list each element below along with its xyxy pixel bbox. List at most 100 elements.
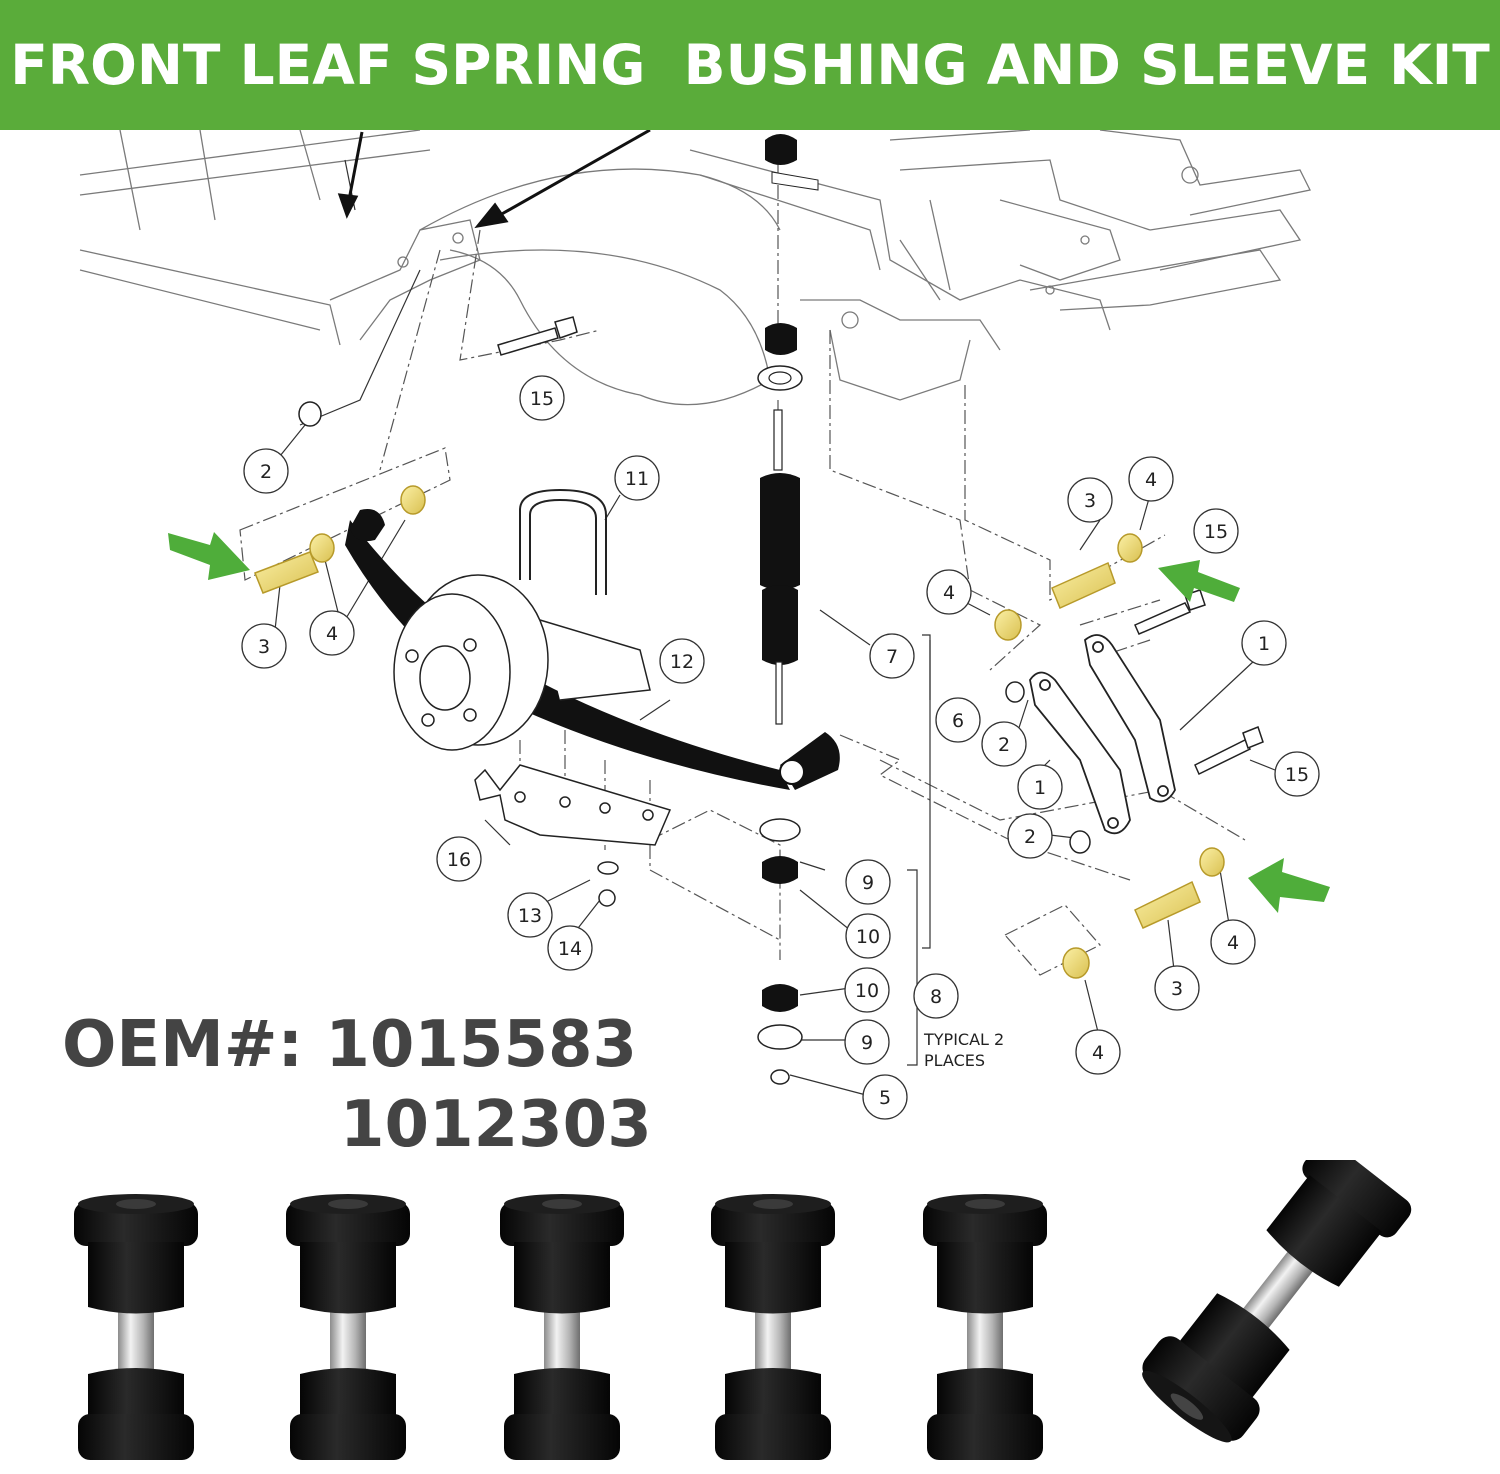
callout-number: 9 (861, 1032, 873, 1054)
callout-circle (844, 967, 890, 1013)
callout-number: 6 (952, 710, 964, 732)
grommets-and-washers (298, 134, 1091, 1085)
bushing-photo-1 (74, 1194, 198, 1460)
assembly-dashed-lines (239, 160, 1246, 976)
callout-number: 3 (1084, 490, 1096, 512)
bushing-left-outer (309, 533, 335, 563)
green-arrows (168, 532, 1330, 913)
callout-number: 4 (1092, 1042, 1104, 1064)
callout-circle (507, 892, 553, 938)
oem-label: OEM# (62, 1008, 278, 1082)
callout-number: 15 (530, 388, 554, 410)
note-line-2: PLACES (924, 1051, 985, 1070)
callout-number: 8 (930, 986, 942, 1008)
callout-circle (1128, 456, 1174, 502)
callout-circle (844, 1019, 890, 1065)
callout-circle (309, 610, 355, 656)
oem-numbers: OEM#: 1015583 1012303 (62, 1005, 652, 1165)
callout-number: 4 (326, 623, 338, 645)
callout-circle (1241, 620, 1287, 666)
oem-number-2: 1012303 (340, 1088, 652, 1162)
oem-separator: : (277, 1008, 304, 1082)
callout-circle (1017, 764, 1063, 810)
callout-circle (1274, 751, 1320, 797)
u-bolt (519, 488, 607, 595)
callout-number: 15 (1204, 521, 1228, 543)
bushing-top-right (1117, 533, 1143, 563)
callout-number: 10 (855, 980, 879, 1002)
callout-number: 13 (518, 905, 542, 927)
highlighted-bushings (254, 485, 1225, 979)
callout-number: 4 (943, 582, 955, 604)
wheel-hub (393, 574, 651, 751)
chassis-frame (79, 130, 1311, 406)
callout-circle (913, 973, 959, 1019)
callout-number: 15 (1285, 764, 1309, 786)
callout-circle (981, 721, 1027, 767)
callout-number: 4 (1145, 469, 1157, 491)
title-banner: FRONT LEAF SPRING BUSHING AND SLEEVE KIT (0, 0, 1500, 130)
callout-circle (1210, 919, 1256, 965)
callout-number: 3 (258, 636, 270, 658)
callout-number: 1 (1258, 633, 1270, 655)
sleeve-top-right (1051, 561, 1116, 610)
bushing-photo-6-angled (1142, 1160, 1412, 1443)
bushing-product-photos (74, 1160, 1412, 1460)
note-line-1: TYPICAL 2 (923, 1030, 1004, 1049)
callout-circle (935, 697, 981, 743)
shackle-plates (1029, 634, 1176, 835)
callout-circle (614, 455, 660, 501)
banner-title: FRONT LEAF SPRING BUSHING AND SLEEVE KIT (10, 33, 1490, 97)
parts-diagram: 15 2 3 4 11 12 7 6 3 4 15 4 1 2 1 2 15 1… (79, 130, 1330, 1120)
callout-circle (1067, 477, 1113, 523)
callout-circle (845, 859, 891, 905)
callout-number: 2 (260, 461, 272, 483)
callout-circle (436, 836, 482, 882)
callout-circle (926, 569, 972, 615)
callout-number: 16 (447, 849, 471, 871)
bushing-photo-4 (711, 1194, 835, 1460)
callout-circle (241, 623, 287, 669)
bushing-photo-2 (286, 1194, 410, 1460)
bolts (497, 316, 1264, 776)
green-arrow-top-right (1158, 560, 1240, 602)
oem-number-1: 1015583 (325, 1008, 638, 1082)
sleeve-bottom-right (1134, 880, 1201, 929)
callout-circle (659, 638, 705, 684)
bushing-bottom-right-outer (1199, 847, 1225, 877)
shock-absorber (760, 409, 800, 725)
callout-circle (1075, 1029, 1121, 1075)
green-arrow-bottom-right (1248, 858, 1330, 913)
callout-circle (1154, 965, 1200, 1011)
callout-number: 3 (1171, 978, 1183, 1000)
callout-circle (869, 633, 915, 679)
sleeve-left (254, 551, 319, 594)
callout-circle (862, 1074, 908, 1120)
callout-circle (547, 925, 593, 971)
callout-number: 12 (670, 651, 694, 673)
callout-number: 7 (886, 646, 898, 668)
spring-plate (474, 764, 672, 846)
callout-circle (1007, 813, 1053, 859)
black-arrows (337, 130, 651, 229)
green-arrow-left (168, 532, 250, 580)
callout-number: 14 (558, 938, 582, 960)
bushing-photo-3 (500, 1194, 624, 1460)
callout-circle (845, 913, 891, 959)
callout-numbers: 15 2 3 4 11 12 7 6 3 4 15 4 1 2 1 2 15 1… (258, 388, 1309, 1109)
callout-number: 2 (998, 734, 1010, 756)
callout-number: 9 (862, 872, 874, 894)
callout-number: 11 (625, 468, 649, 490)
bushing-left-inner (400, 485, 426, 515)
bushing-mid-right (994, 609, 1022, 641)
callout-number: 10 (856, 926, 880, 948)
callout-number: 5 (879, 1087, 891, 1109)
callout-circle (519, 375, 565, 421)
callout-circles (241, 375, 1320, 1120)
callout-number: 4 (1227, 932, 1239, 954)
callout-number: 1 (1034, 777, 1046, 799)
bushing-photo-5 (923, 1194, 1047, 1460)
bushing-bottom-right-inner (1062, 947, 1090, 979)
callout-circle (1193, 508, 1239, 554)
callout-circle (243, 448, 289, 494)
